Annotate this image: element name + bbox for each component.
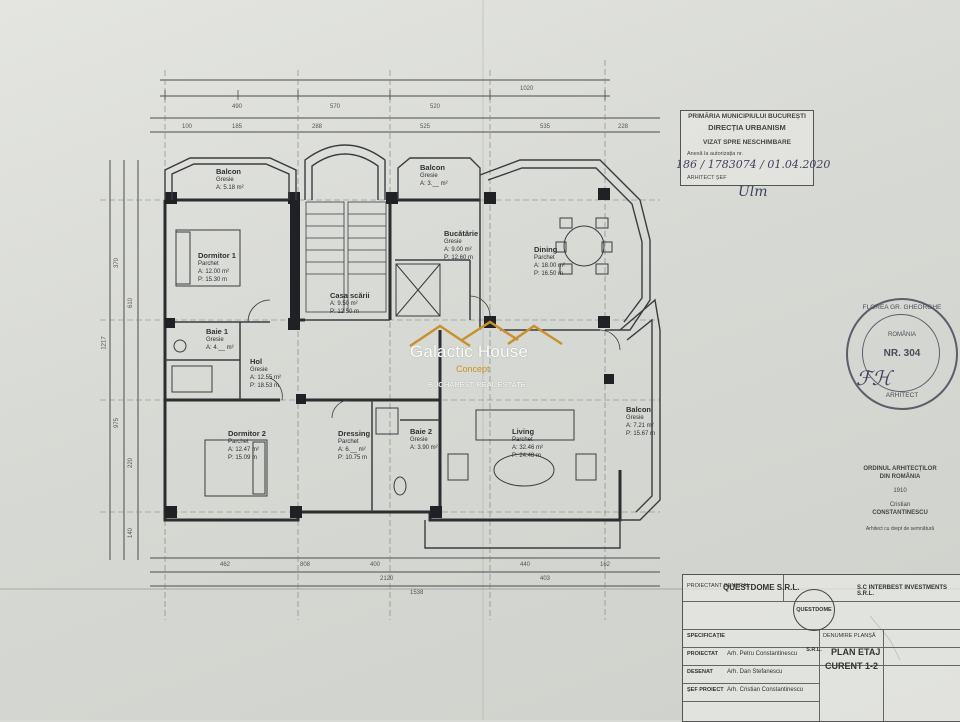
seal-type: ARHITECT — [885, 392, 919, 399]
tb-divider-v1 — [819, 629, 820, 721]
dim-bottom-4: 162 — [600, 562, 611, 568]
dim-top-7: 1020 — [520, 86, 534, 92]
approval-stamp: PRIMĂRIA MUNICIPIULUI BUCUREȘTI DIRECȚIA… — [680, 110, 814, 186]
tb-row-2-value: Arh. Dan Stefanescu — [727, 669, 783, 675]
logo-tagline: BUCHAREST REAL ESTATE — [428, 380, 526, 389]
architects-order-stamp: ORDINUL ARHITECȚILOR DIN ROMÂNIA 1910 Cr… — [848, 464, 952, 534]
dim-left-5: 140 — [128, 527, 135, 539]
tb-divider-3 — [683, 647, 960, 648]
dim-bottom-0: 462 — [220, 562, 231, 568]
logo-sub: Concept — [456, 364, 490, 374]
dim-top-8: 535 — [540, 124, 551, 130]
tb-divider-4 — [683, 665, 960, 666]
tb-row-3-value: Arh. Cristian Constantinescu — [727, 687, 804, 693]
tb-plan-subtitle: CURENT 1-2 — [825, 661, 879, 671]
dim-left-0: 1217 — [101, 336, 108, 350]
dim-bottom-3: 440 — [520, 562, 531, 568]
tb-divider-5 — [683, 683, 819, 684]
tb-row-1-value: Arh. Petru Constantinescu — [727, 651, 798, 657]
seal-number: NR. 304 — [883, 348, 921, 359]
dim-left-4: 220 — [128, 457, 135, 469]
ordin-number: 1910 — [893, 488, 907, 494]
dim-top-9: 228 — [618, 124, 629, 130]
dim-bottom-5: 403 — [540, 576, 551, 582]
tb-divider-v3 — [783, 575, 784, 601]
ordin-last-name: CONSTANTINESCU — [872, 510, 928, 516]
logo-name: Galactic House — [410, 342, 529, 361]
dim-left-3: 975 — [114, 417, 121, 429]
paper-fold-vertical — [482, 0, 484, 720]
tb-row-1-label: PROIECTAT — [687, 651, 718, 657]
stamp-line-3: VIZAT SPRE NESCHIMBARE — [703, 139, 791, 146]
tb-divider-v2 — [883, 629, 884, 721]
stamp-handwritten-number: 186 / 1783074 / 01.04.2020 — [676, 158, 831, 171]
stamp-line-1: PRIMĂRIA MUNICIPIULUI BUCUREȘTI — [688, 113, 806, 120]
dim-top-0: 100 — [182, 124, 193, 130]
dim-left-2: 610 — [128, 297, 135, 309]
seal-signature-mark: ℱℋ — [856, 366, 892, 390]
seal-ring-text: FLOREA GR. GHEORGHE — [862, 304, 942, 311]
tb-company-stamp: QUESTDOME S.R.L. — [793, 589, 835, 653]
dim-top-2: 490 — [232, 104, 243, 110]
stamp-signature: Ulm — [738, 184, 768, 200]
dim-bottom-2: 400 — [370, 562, 381, 568]
dim-left-1: 370 — [114, 257, 121, 269]
seal-inner-ring — [862, 314, 940, 392]
tb-row-2-label: DESENAT — [687, 669, 713, 675]
title-block: PROIECTANT GENERAL QUESTDOME S.R.L. S.C … — [682, 574, 960, 722]
dim-top-6: 525 — [420, 124, 431, 130]
ordin-line-1: ORDINUL ARHITECȚILOR — [863, 466, 937, 472]
galactic-house-logo: Galactic House Concept BUCHAREST REAL ES… — [404, 322, 568, 400]
dim-top-4: 288 — [312, 124, 323, 130]
tb-firm: QUESTDOME S.R.L. — [723, 583, 800, 592]
tb-divider-6 — [683, 701, 819, 702]
ordin-first-name: Cristian — [889, 502, 911, 508]
tb-proiectant-label: PROIECTANT GENERAL — [687, 583, 750, 589]
tb-scale-label: DENUMIRE PLANȘĂ — [823, 633, 876, 639]
dim-bottom-6: 2120 — [380, 576, 394, 582]
dim-top-1: 185 — [232, 124, 243, 130]
dim-bottom-1: 808 — [300, 562, 311, 568]
dim-bottom-7: 1538 — [410, 590, 424, 596]
seal-country: ROMÂNIA — [887, 332, 916, 338]
dim-top-5: 520 — [430, 104, 441, 110]
architect-seal: FLOREA GR. GHEORGHE ROMÂNIA NR. 304 ARHI… — [846, 298, 958, 410]
stamp-line-2: DIRECȚIA URBANISM — [708, 123, 786, 132]
tb-plan-title: PLAN ETAJ — [831, 647, 881, 657]
stamp-arhitect: ARHITECT ȘEF — [687, 175, 727, 181]
stamp-line-4: Anexă la autorizația nr. — [687, 151, 743, 157]
ordin-line-2: DIN ROMÂNIA — [879, 474, 921, 480]
paper-fold-horizontal — [0, 588, 960, 590]
tb-row-3-label: ȘEF PROIECT — [687, 687, 724, 693]
tb-row-0-label: SPECIFICAȚIE — [687, 633, 725, 639]
tb-beneficiar: S.C INTERBEST INVESTMENTS S.R.L. — [857, 585, 948, 597]
ordin-line-3: Arhitect cu drept de semnătură — [865, 526, 935, 532]
dim-top-3: 570 — [330, 104, 341, 110]
